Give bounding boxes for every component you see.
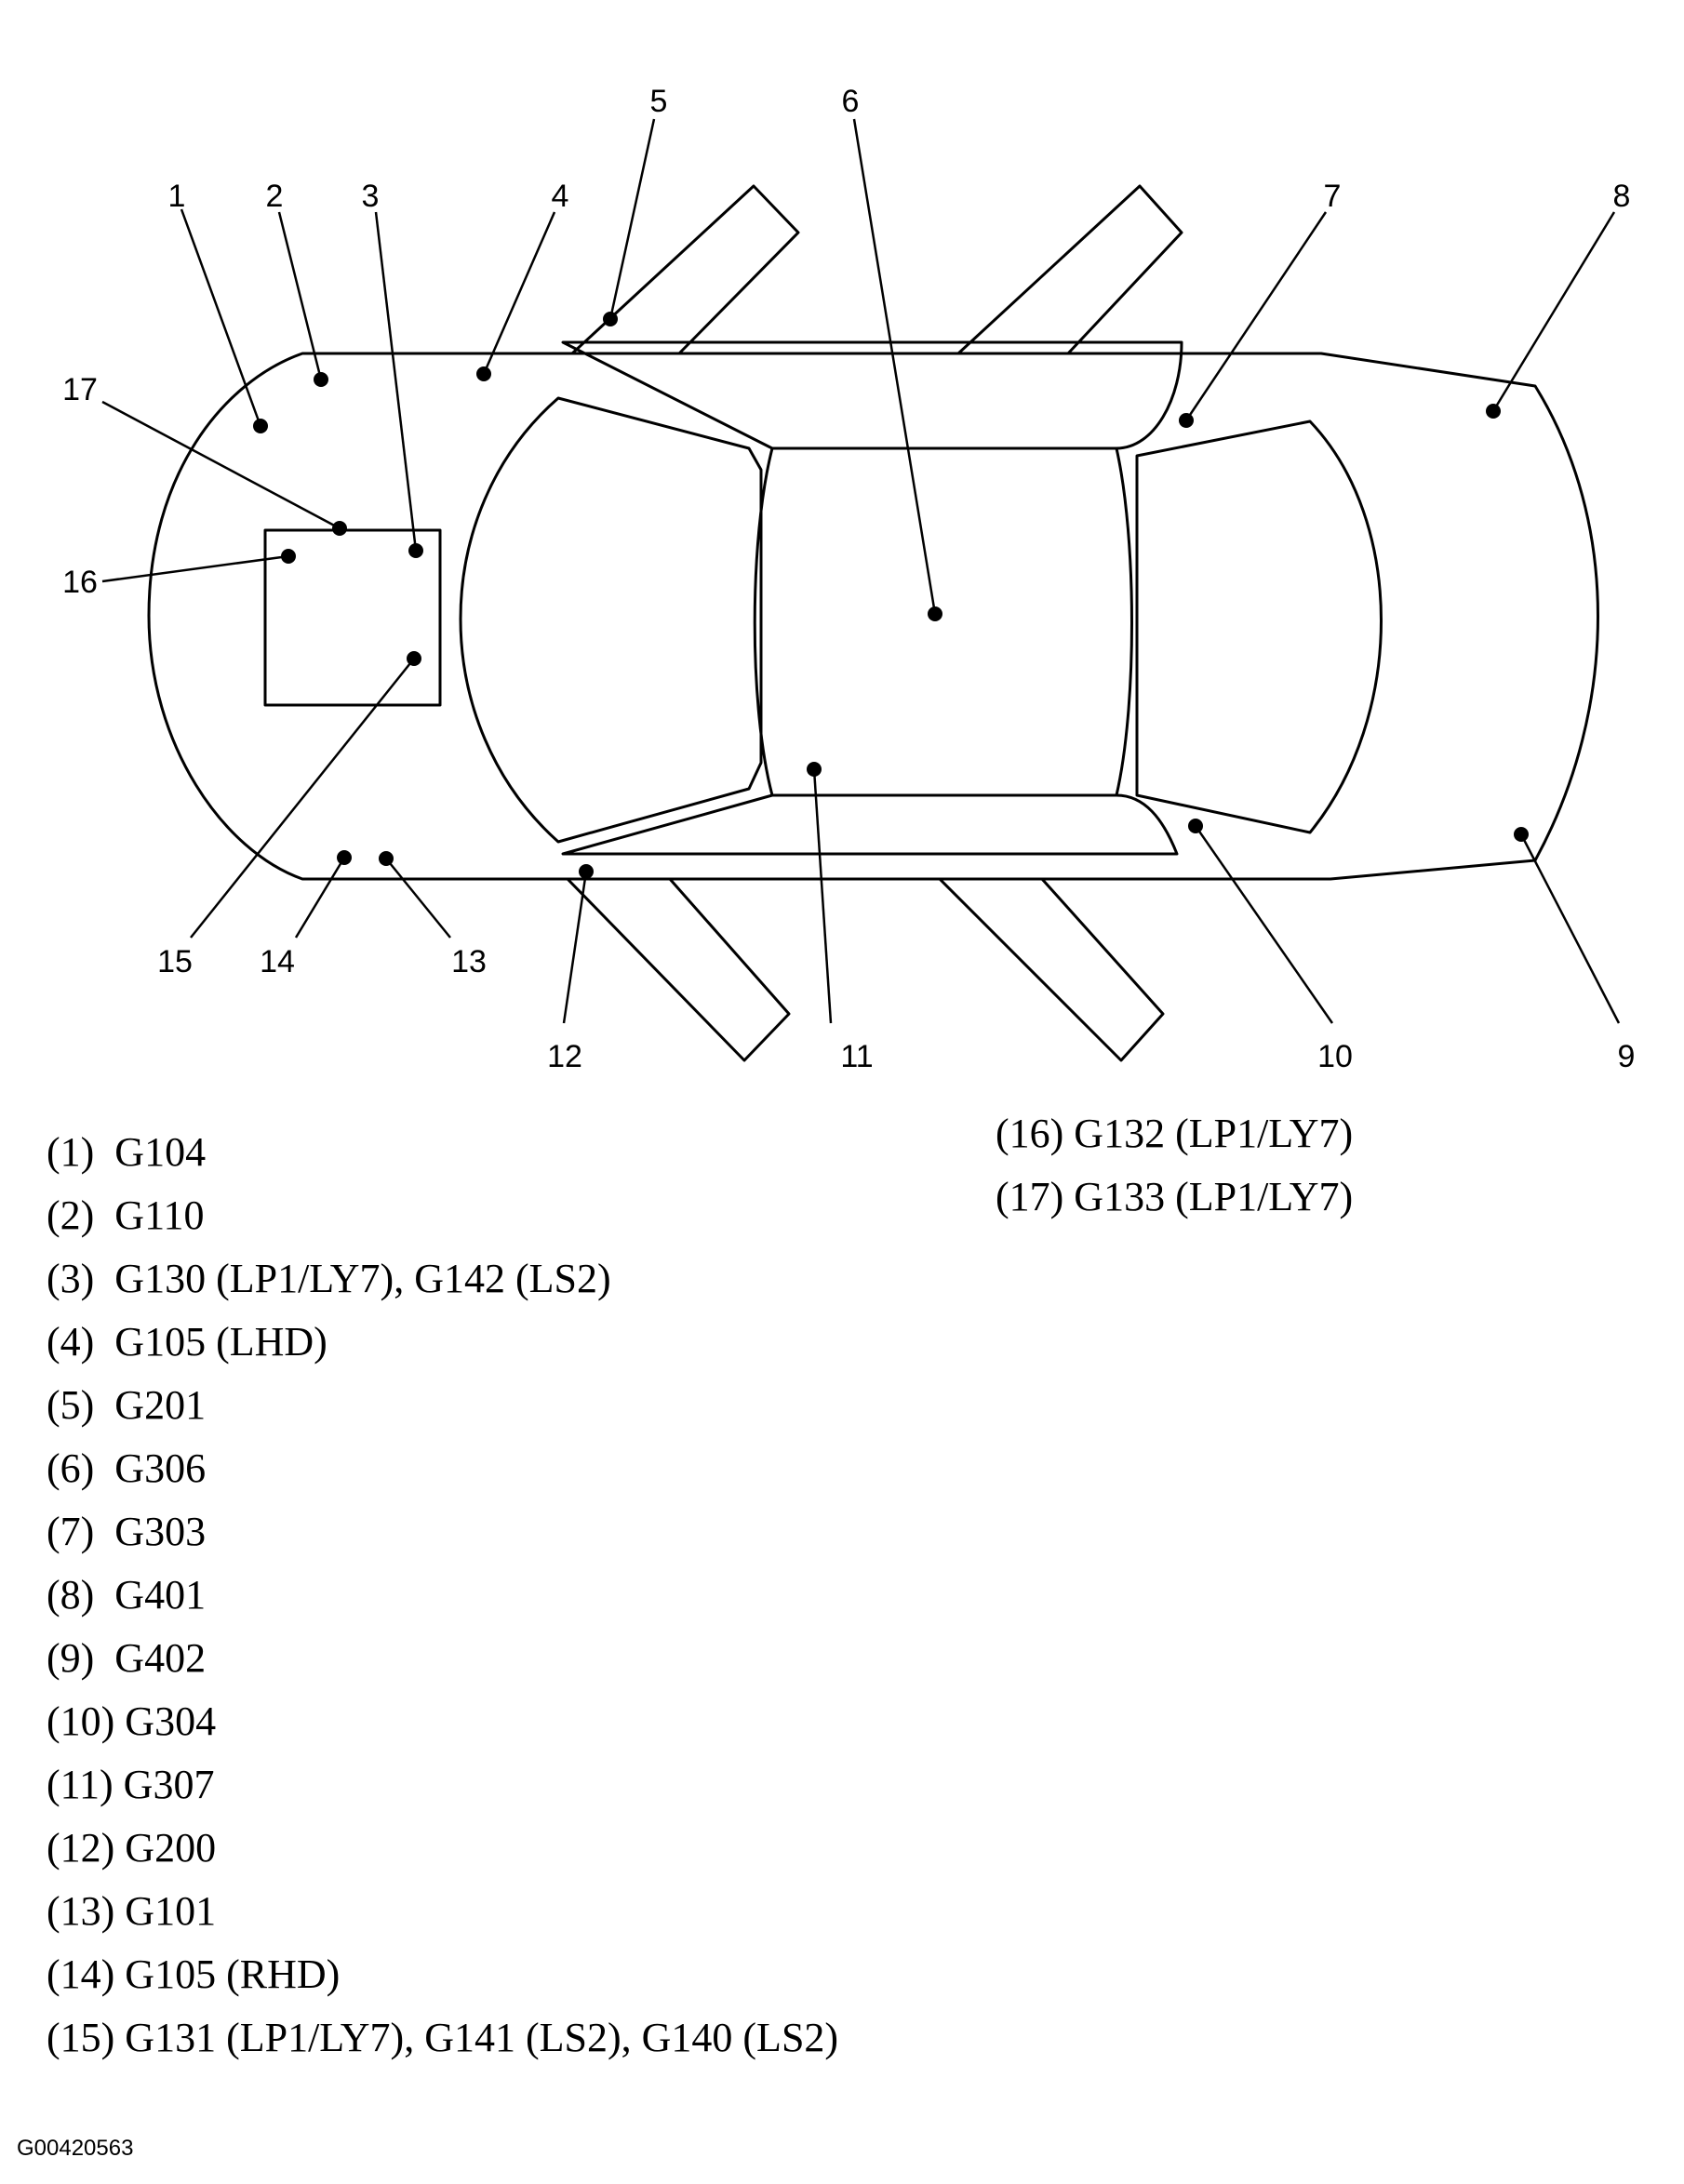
ground-point-9 — [1514, 827, 1529, 842]
ground-point-16 — [281, 549, 296, 564]
ground-legend-left-column: (1) G104 (2) G110 (3) G130 (LP1/LY7), G1… — [47, 1121, 838, 2070]
callout-label-15: 15 — [157, 944, 193, 979]
callout-label-4: 4 — [552, 179, 569, 214]
leader-line-11 — [812, 768, 833, 1024]
ground-point-2 — [314, 372, 328, 387]
callout-label-12: 12 — [547, 1039, 582, 1074]
callout-label-11: 11 — [840, 1039, 873, 1074]
vehicle-ground-location-diagram: 1 2 3 4 5 6 7 8 9 10 11 12 13 14 15 16 1… — [62, 84, 1636, 1074]
ground-point-11 — [807, 762, 822, 777]
right-side-glass — [561, 793, 1179, 856]
figure-id: G00420563 — [17, 2136, 134, 2161]
legend-item: (12) G200 — [47, 1825, 217, 1871]
callout-label-6: 6 — [842, 84, 860, 119]
leader-line-15 — [190, 658, 415, 939]
ground-point-5 — [603, 312, 618, 326]
callout-label-10: 10 — [1317, 1039, 1353, 1074]
leader-line-4 — [482, 211, 556, 375]
leader-line-13 — [385, 858, 451, 939]
engine-compartment-box — [263, 528, 442, 707]
legend-item: (8) G401 — [47, 1572, 207, 1618]
ground-point-15 — [407, 651, 421, 666]
callout-label-5: 5 — [650, 84, 668, 119]
rear-window — [1135, 419, 1383, 834]
leader-line-5 — [608, 118, 656, 320]
ground-point-6 — [928, 606, 942, 621]
leader-line-14 — [294, 857, 346, 939]
leader-line-1 — [180, 208, 262, 427]
legend-item: (1) G104 — [47, 1129, 207, 1175]
ground-point-1 — [253, 419, 268, 433]
ground-point-4 — [476, 366, 491, 381]
leader-line-3 — [374, 211, 418, 552]
ground-point-14 — [337, 850, 352, 865]
legend-item: (16) G132 (LP1/LY7) — [996, 1111, 1354, 1156]
ground-point-10 — [1188, 819, 1203, 833]
leader-line-12 — [562, 871, 588, 1024]
legend-item: (7) G303 — [47, 1509, 207, 1554]
legend-item: (14) G105 (RHD) — [47, 1951, 341, 1997]
ground-legend-right-column: (16) G132 (LP1/LY7) (17) G133 (LP1/LY7) — [996, 1102, 1353, 1229]
ground-point-17 — [332, 521, 347, 536]
leader-line-6 — [852, 118, 937, 615]
legend-item: (3) G130 (LP1/LY7), G142 (LS2) — [47, 1256, 611, 1301]
legend-item: (17) G133 (LP1/LY7) — [996, 1174, 1354, 1219]
legend-item: (2) G110 — [47, 1192, 205, 1238]
callout-label-16: 16 — [62, 565, 98, 600]
callout-label-3: 3 — [362, 179, 380, 214]
callout-label-1: 1 — [168, 179, 186, 214]
leader-line-16 — [101, 554, 289, 583]
vehicle-body-outline — [147, 352, 1599, 881]
legend-item: (11) G307 — [47, 1762, 215, 1807]
callout-label-9: 9 — [1618, 1039, 1636, 1074]
callout-label-7: 7 — [1324, 179, 1342, 214]
leader-line-2 — [277, 211, 323, 380]
legend-item: (5) G201 — [47, 1382, 207, 1428]
legend-item: (6) G306 — [47, 1445, 207, 1491]
door-rear-right — [938, 877, 1165, 1062]
callout-label-14: 14 — [260, 944, 295, 979]
leader-line-7 — [1184, 211, 1328, 421]
leader-line-9 — [1519, 833, 1621, 1024]
legend-item: (15) G131 (LP1/LY7), G141 (LS2), G140 (L… — [47, 2015, 839, 2060]
ground-point-7 — [1179, 413, 1194, 428]
legend-item: (4) G105 (LHD) — [47, 1319, 327, 1365]
door-rear-left — [956, 184, 1183, 355]
ground-point-3 — [408, 543, 423, 558]
windshield — [459, 396, 763, 844]
door-front-left — [570, 184, 800, 355]
roof-panel — [753, 446, 1133, 797]
leader-line-10 — [1194, 825, 1334, 1024]
callout-label-8: 8 — [1613, 179, 1631, 214]
legend-item: (13) G101 — [47, 1888, 217, 1934]
legend-item: (9) G402 — [47, 1635, 207, 1681]
left-side-glass — [561, 340, 1183, 450]
ground-point-8 — [1486, 404, 1501, 419]
callout-label-2: 2 — [266, 179, 284, 214]
ground-point-13 — [379, 851, 394, 866]
ground-point-12 — [579, 864, 594, 879]
door-front-right — [566, 877, 791, 1062]
leader-line-17 — [101, 400, 341, 530]
legend-item: (10) G304 — [47, 1698, 217, 1744]
leader-line-8 — [1491, 211, 1616, 412]
callout-label-17: 17 — [62, 372, 98, 407]
callout-label-13: 13 — [451, 944, 487, 979]
